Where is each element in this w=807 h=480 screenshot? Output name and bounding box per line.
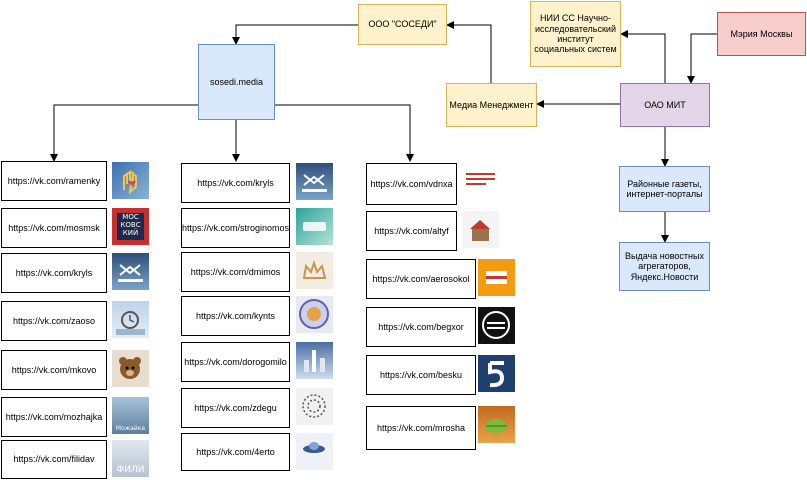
link-node[interactable]: https://vk.com/kynts	[181, 296, 290, 336]
circle-emblem-icon	[299, 299, 329, 329]
edge-sosedi-to-sosedi-media	[232, 24, 358, 45]
bear-icon	[119, 357, 141, 379]
stroginomos-avatar	[296, 208, 333, 245]
vdnxa-avatar	[462, 163, 499, 200]
edge-mit-to-nii	[620, 30, 666, 83]
strogino-logo-icon	[303, 222, 326, 231]
link-node[interactable]: https://vk.com/zdegu	[181, 388, 290, 428]
edge-media-to-col3	[275, 104, 414, 162]
link-node[interactable]: https://vk.com/besku	[366, 355, 476, 395]
dmimos-avatar	[296, 252, 333, 289]
link-node[interactable]: https://vk.com/begxor	[366, 307, 476, 347]
begxor-avatar	[478, 307, 515, 344]
edge-media-to-sosedi	[446, 21, 492, 83]
zaoso-avatar	[112, 301, 149, 338]
circle-logo-icon	[482, 311, 510, 339]
link-node[interactable]: https://vk.com/dorogomilo	[181, 342, 290, 382]
hand-heart-icon	[123, 170, 137, 195]
clock-tower-icon	[116, 311, 145, 335]
node-nii-ss[interactable]: НИИ СС Научно-исследовательский институт…	[530, 1, 621, 67]
number-five-icon	[488, 361, 505, 388]
link-node[interactable]: https://vk.com/4erto	[181, 433, 290, 471]
link-node[interactable]: https://vk.com/filidav	[1, 440, 107, 479]
mosmsk-avatar: МОС КОВС КИЙ	[112, 208, 149, 245]
altyf-avatar	[462, 211, 499, 248]
node-ooo-sosedi[interactable]: ООО "СОСЕДИ"	[358, 4, 447, 45]
aerosokol-avatar	[478, 259, 515, 296]
link-node[interactable]: https://vk.com/kryls	[1, 253, 107, 293]
link-node[interactable]: https://vk.com/altyf	[366, 211, 457, 251]
aerosokol-logo-icon	[486, 271, 507, 284]
edge-meria-to-mit	[687, 33, 717, 84]
mkovo-avatar	[112, 350, 149, 387]
leaf-icon	[485, 419, 507, 433]
bridge-logo-icon	[302, 174, 327, 192]
node-sosedi-media[interactable]: sosedi.media	[198, 44, 275, 120]
filidav-logo-text: ФИЛИ	[116, 465, 145, 475]
link-node[interactable]: https://vk.com/mrosha	[366, 406, 476, 450]
kynts-avatar	[296, 296, 333, 333]
mozhajka-logo-text: Можайка	[115, 425, 146, 432]
zdegu-avatar	[296, 388, 333, 425]
ufo-icon	[303, 442, 325, 453]
node-meria-moskvy[interactable]: Мэрия Москвы	[717, 12, 806, 56]
link-node[interactable]: https://vk.com/dmimos	[181, 252, 290, 292]
ramenky-avatar	[112, 162, 149, 199]
mrosha-avatar	[478, 406, 515, 443]
link-node[interactable]: https://vk.com/mosmsk	[1, 208, 107, 248]
dotted-sphere-icon	[302, 394, 326, 418]
link-node[interactable]: https://vk.com/ramenky	[1, 161, 107, 201]
mosmsk-logo-text: МОС КОВС КИЙ	[117, 213, 144, 240]
link-node[interactable]: https://vk.com/vdnxa	[366, 163, 457, 205]
mozhajka-avatar: Можайка	[112, 397, 149, 434]
node-oao-mit[interactable]: ОАО МИТ	[620, 83, 710, 127]
filidav-avatar: ФИЛИ	[112, 440, 149, 477]
crown-icon	[302, 259, 327, 279]
link-node[interactable]: https://vk.com/aerosokol	[366, 259, 476, 299]
bridge-logo-icon	[118, 264, 143, 282]
dorogomilo-avatar	[296, 342, 333, 379]
link-node[interactable]: https://vk.com/zaoso	[1, 301, 107, 341]
4erto-avatar	[296, 433, 333, 470]
text-logo-icon	[466, 173, 495, 185]
link-node[interactable]: https://vk.com/kryls	[181, 163, 290, 203]
link-node[interactable]: https://vk.com/mkovo	[1, 350, 107, 390]
skyline-icon	[304, 350, 325, 372]
kryls-avatar	[296, 163, 333, 200]
besku-avatar	[478, 355, 515, 392]
node-media-management[interactable]: Медиа Менеджмент	[446, 83, 537, 127]
node-news-aggregators[interactable]: Выдача новостных агрегаторов, Яндекс.Нов…	[619, 242, 710, 291]
link-node[interactable]: https://vk.com/stroginomos	[181, 208, 290, 248]
church-icon	[470, 220, 490, 241]
node-district-press[interactable]: Районные газеты, интернет-порталы	[619, 166, 710, 212]
link-node[interactable]: https://vk.com/mozhajka	[1, 397, 107, 437]
edge-media-to-col1	[50, 104, 198, 162]
kryls-avatar	[112, 253, 149, 290]
